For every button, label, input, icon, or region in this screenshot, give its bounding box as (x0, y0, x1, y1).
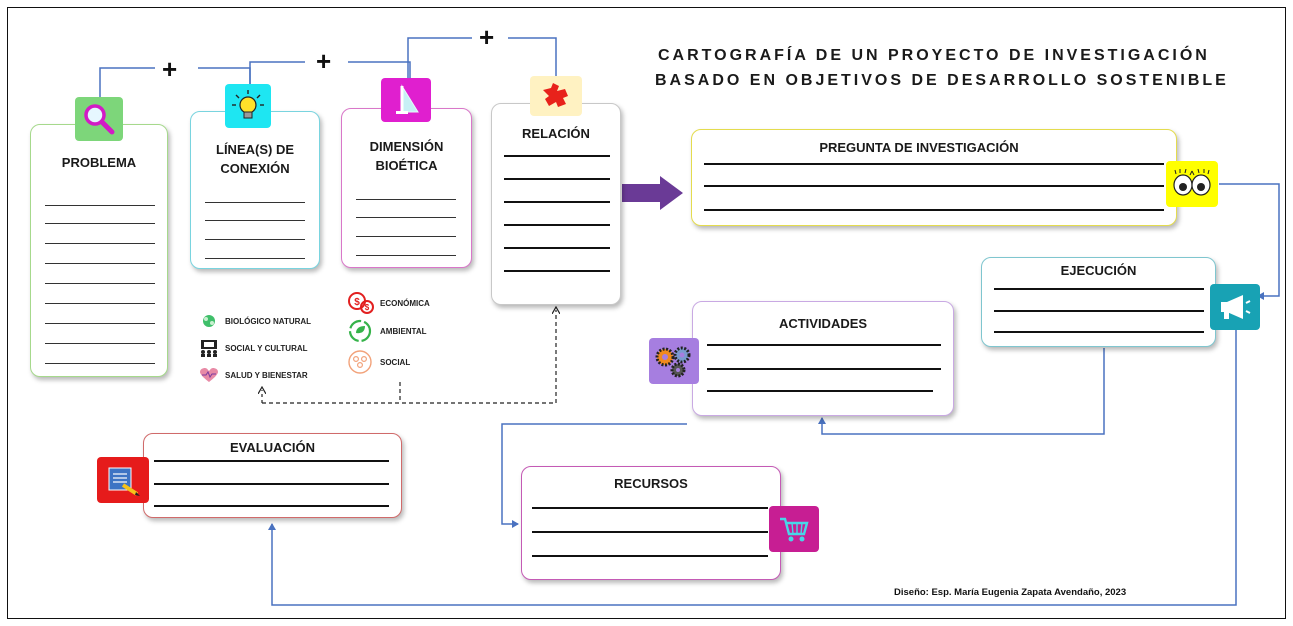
legend-social: SOCIAL (347, 349, 410, 375)
answer-line (205, 202, 305, 203)
actividades-card: ACTIVIDADES (692, 301, 954, 416)
linea-title-line-2: CONEXIÓN (220, 161, 290, 176)
relacion-card: RELACIÓN (491, 103, 621, 305)
answer-line (205, 258, 305, 259)
dimension-title-line-2: BIOÉTICA (375, 158, 438, 173)
ejecucion-title: EJECUCIÓN (1060, 263, 1137, 278)
answer-line (45, 323, 155, 324)
dimension-card: DIMENSIÓN BIOÉTICA (341, 108, 472, 268)
answer-line (994, 310, 1204, 312)
legend-label: SALUD Y BIENESTAR (225, 370, 308, 380)
legend-ambiental: AMBIENTAL (347, 319, 427, 343)
answer-line (994, 288, 1204, 290)
answer-line (504, 201, 610, 203)
answer-line (45, 263, 155, 264)
svg-text:$: $ (365, 303, 370, 312)
community-icon (347, 349, 375, 375)
answer-line (707, 344, 941, 346)
relacion-title: RELACIÓN (522, 126, 590, 141)
diagram-title-line-2: BASADO EN OBJETIVOS DE DESARROLLO SOSTEN… (655, 72, 1229, 89)
people-board-icon (198, 339, 220, 357)
answer-line (504, 224, 610, 226)
answer-line (205, 220, 305, 221)
pregunta-card: PREGUNTA DE INVESTIGACIÓN (691, 129, 1177, 226)
eyes-icon (1166, 161, 1218, 207)
notebook-pencil-icon (97, 457, 149, 503)
answer-line (45, 363, 155, 364)
design-credit: Diseño: Esp. María Eugenia Zapata Avenda… (894, 587, 1127, 598)
legend-label: BIOLÓGICO NATURAL (225, 316, 312, 326)
linea-title-line-1: LÍNEA(S) DE (216, 142, 294, 157)
plus-sign-2: + (316, 46, 332, 76)
linea-card: LÍNEA(S) DE CONEXIÓN (190, 111, 320, 269)
answer-line (45, 343, 155, 344)
megaphone-icon (1210, 284, 1260, 330)
lightbulb-icon (225, 84, 271, 128)
problema-title: PROBLEMA (61, 155, 137, 170)
dimension-title-line-1: DIMENSIÓN (369, 139, 444, 154)
answer-line (45, 303, 155, 304)
answer-line (356, 217, 456, 218)
answer-line (532, 531, 768, 533)
answer-line (45, 283, 155, 284)
legend-economica: $$ ECONÓMICA (347, 291, 430, 315)
leaves-icon (198, 313, 220, 329)
answer-line (154, 460, 389, 462)
pregunta-title: PREGUNTA DE INVESTIGACIÓN (819, 140, 1019, 155)
answer-line (704, 163, 1164, 165)
evaluacion-title: EVALUACIÓN (230, 440, 315, 455)
answer-line (504, 155, 610, 157)
answer-line (205, 239, 305, 240)
answer-line (707, 390, 933, 392)
legend-label: AMBIENTAL (380, 326, 427, 336)
legend-biologico-natural: BIOLÓGICO NATURAL (198, 313, 311, 329)
answer-line (45, 243, 155, 244)
heart-pulse-icon (198, 367, 220, 383)
legend-label: SOCIAL Y CULTURAL (225, 343, 308, 353)
answer-line (504, 270, 610, 272)
answer-line (532, 507, 768, 509)
evaluacion-card: EVALUACIÓN (143, 433, 402, 518)
ejecucion-card: EJECUCIÓN (981, 257, 1216, 347)
answer-line (504, 247, 610, 249)
lamp-icon (381, 78, 431, 122)
legend-social-cultural: SOCIAL Y CULTURAL (198, 339, 308, 357)
recursos-title: RECURSOS (614, 476, 688, 491)
answer-line (994, 331, 1204, 333)
legend-label: ECONÓMICA (380, 298, 430, 308)
answer-line (707, 368, 941, 370)
plus-sign-1: + (162, 54, 178, 84)
answer-line (704, 185, 1164, 187)
answer-line (45, 205, 155, 206)
answer-line (154, 483, 389, 485)
legend-salud-bienestar: SALUD Y BIENESTAR (198, 367, 308, 383)
answer-line (154, 505, 389, 507)
answer-line (504, 178, 610, 180)
answer-line (356, 236, 456, 237)
answer-line (45, 223, 155, 224)
money-pin-icon: $$ (347, 291, 375, 315)
answer-line (532, 555, 768, 557)
gears-icon (649, 338, 699, 384)
legend-label: SOCIAL (380, 357, 411, 367)
puzzle-icon (530, 76, 582, 116)
actividades-title: ACTIVIDADES (778, 316, 868, 331)
answer-line (704, 209, 1164, 211)
problema-card: PROBLEMA (30, 124, 168, 377)
shopping-cart-icon (769, 506, 819, 552)
svg-text:$: $ (354, 297, 360, 308)
answer-line (356, 255, 456, 256)
plus-sign-3: + (479, 22, 495, 52)
diagram-title-line-1: CARTOGRAFÍA DE UN PROYECTO DE INVESTIGAC… (658, 47, 1210, 64)
magnifier-icon (75, 97, 123, 141)
answer-line (356, 199, 456, 200)
recursos-card: RECURSOS (521, 466, 781, 580)
eco-cycle-icon (347, 319, 375, 343)
